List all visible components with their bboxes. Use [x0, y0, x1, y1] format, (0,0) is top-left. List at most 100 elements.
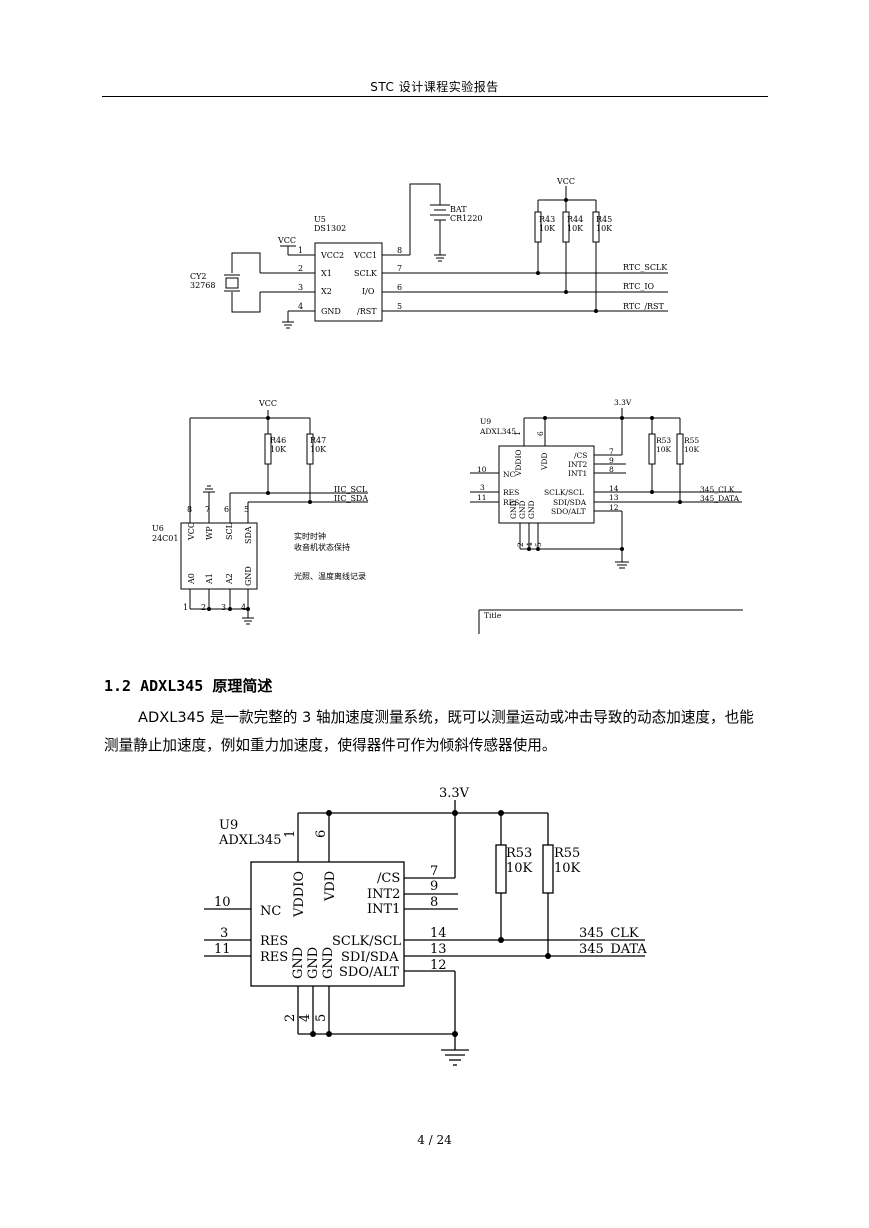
u6-pin-num-2: 2: [201, 603, 206, 612]
u5-pin-num-2: 2: [298, 264, 303, 273]
net-iic-scl: IIC_SCL: [334, 485, 368, 494]
u5-pin-num-6: 6: [397, 283, 402, 292]
r47-val: 10K: [310, 445, 327, 454]
u5-part: DS1302: [314, 224, 346, 233]
adxl-l-gnd3: GND: [321, 947, 336, 979]
u6-pin-name-gnd: GND: [244, 566, 253, 586]
net-l-345clk: 345_CLK: [579, 926, 639, 941]
adxl-s-pin12: 12: [609, 503, 619, 512]
note-radio-state: 收音机状态保持: [294, 542, 350, 552]
r45-val: 10K: [596, 224, 613, 233]
r55-l-ref: R55: [554, 846, 580, 861]
u6-pin-num-6: 6: [224, 505, 229, 514]
adxl-l-sdo: SDO/ALT: [339, 965, 399, 980]
u5-pin-num-3: 3: [298, 283, 303, 292]
r45-ref: R45: [596, 215, 612, 224]
u6-pin-num-5: 5: [244, 505, 249, 514]
adxl-l-pin7: 7: [430, 864, 438, 879]
adxl-s-gnd2: GND: [518, 500, 527, 519]
adxl-l-pin6: 6: [314, 830, 329, 838]
adxl-l-pin9: 9: [430, 879, 438, 894]
page-number: 4 / 24: [417, 1133, 452, 1147]
net-s-345clk: 345_CLK: [700, 485, 735, 494]
adxl-s-pin9: 9: [609, 456, 614, 465]
adxl-s-sdo: SDO/ALT: [551, 507, 586, 516]
adxl-s-vddio: VDDIO: [514, 449, 523, 477]
cy2-ref: CY2: [190, 272, 207, 281]
adxl-s-res2: RES: [503, 498, 519, 507]
adxl-l-gnd1: GND: [291, 947, 306, 979]
adxl-s-nc: NC: [503, 470, 516, 479]
net-l-345data: 345_DATA: [579, 942, 647, 957]
r44-ref: R44: [567, 215, 583, 224]
r55-s-val: 10K: [684, 445, 700, 454]
r53-s-val: 10K: [656, 445, 672, 454]
adxl-s-pin1: 1: [513, 431, 522, 436]
r53-s-ref: R53: [656, 436, 671, 445]
u5-pin-name-4: GND: [321, 307, 341, 316]
section-heading: 1.2 ADXL345 原理简述: [104, 677, 273, 695]
adxl-s-vdd: VDD: [540, 453, 549, 471]
net-s-345data: 345_DATA: [700, 494, 740, 503]
u6-pin-name-scl: SCL: [225, 522, 234, 540]
adxl-l-cs: /CS: [377, 871, 400, 886]
u5-pin-num-8: 8: [397, 246, 402, 255]
adxl-s-sclk: SCLK/SCL: [544, 488, 584, 497]
adxl-l-pin3: 3: [220, 926, 228, 941]
r44-val: 10K: [567, 224, 584, 233]
eeprom-vcc-label: VCC: [258, 399, 277, 408]
u6-pin-name-a2: A2: [225, 573, 234, 585]
adxl-s-res1: RES: [503, 488, 519, 497]
adxl-s-pin7: 7: [609, 447, 614, 456]
adxl-l-pin14: 14: [430, 926, 447, 941]
u6-pin-num-3: 3: [221, 603, 226, 612]
bat-ref: BAT: [450, 205, 467, 214]
u6-part: 24C01: [152, 534, 178, 543]
u6-pin-name-sda: SDA: [244, 526, 253, 544]
u5-pin-name-1: VCC2: [320, 251, 344, 260]
page-header: STC 设计课程实验报告: [370, 80, 499, 94]
u5-pin-num-7: 7: [397, 264, 402, 273]
adxl-l-sclk: SCLK/SCL: [332, 934, 401, 949]
adxl-s-cs: /CS: [574, 451, 587, 460]
adxl-l-pin11: 11: [214, 942, 231, 957]
adxl-l-pin12: 12: [430, 958, 447, 973]
u6-ref: U6: [152, 524, 164, 533]
u5-pin-name-8: VCC1: [353, 251, 377, 260]
adxl-s-pin14: 14: [609, 484, 619, 493]
r53-l-val: 10K: [506, 861, 533, 876]
u5-pin-num-1: 1: [298, 246, 303, 255]
adxl-l-res2: RES: [260, 950, 288, 965]
u5-pin-name-3: X2: [321, 287, 332, 296]
adxl-l-body: [250, 861, 405, 987]
r46-val: 10K: [270, 445, 287, 454]
u6-pin-num-1: 1: [183, 603, 188, 612]
adxl-l-res1: RES: [260, 934, 288, 949]
adxl-s-gnd3: GND: [527, 500, 536, 519]
body-paragraph: ADXL345 是一款完整的 3 轴加速度测量系统，既可以测量运动或冲击导致的动…: [104, 709, 754, 754]
r55-s-ref: R55: [684, 436, 699, 445]
note-rtc: 实时时钟: [294, 531, 326, 541]
note-offline-log: 光照、温度离线记录: [294, 571, 366, 581]
adxl-l-vddio: VDDIO: [292, 871, 307, 918]
r47-ref: R47: [310, 436, 326, 445]
u6-pin-name-vcc: VCC: [187, 522, 196, 541]
crystal-body: [225, 277, 239, 289]
u5-body: [314, 242, 383, 322]
r55-l-val: 10K: [554, 861, 581, 876]
adxl-s-body: [498, 445, 595, 524]
u5-pin-num-4: 4: [298, 302, 303, 311]
adxl-l-gpin4: 4: [298, 1014, 313, 1022]
adxl-l-part: ADXL345: [218, 833, 282, 848]
r53-l-ref: R53: [506, 846, 532, 861]
adxl-s-sdi: SDI/SDA: [553, 498, 587, 507]
u5-pin-name-5: /RST: [357, 307, 377, 316]
adxl-s-pin8: 8: [609, 465, 614, 474]
u5-ref: U5: [314, 215, 326, 224]
adxl-l-int1: INT1: [367, 902, 400, 917]
u6-pin-num-4: 4: [241, 603, 246, 612]
adxl-s-pin13: 13: [609, 493, 619, 502]
